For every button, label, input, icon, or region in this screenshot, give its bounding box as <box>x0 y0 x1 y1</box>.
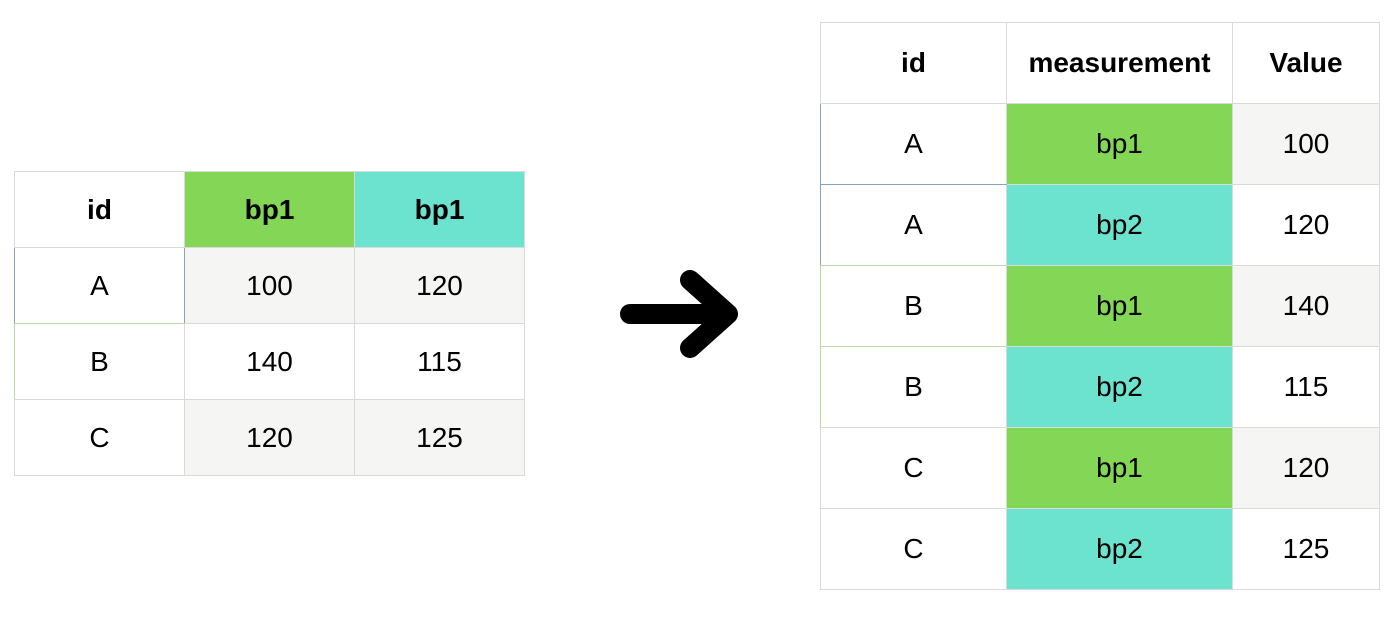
table-row: C 120 125 <box>14 399 525 476</box>
header-cell-measurement: measurement <box>1006 22 1233 104</box>
table-row: A bp1 100 <box>820 103 1380 185</box>
measurement-cell: bp1 <box>1006 265 1233 347</box>
id-cell: C <box>820 508 1007 590</box>
value-cell: 100 <box>1232 103 1380 185</box>
header-cell-id: id <box>820 22 1007 104</box>
right-arrow-icon <box>620 270 738 358</box>
value-cell: 125 <box>354 399 525 476</box>
header-cell-bp1: bp1 <box>184 171 355 248</box>
value-cell: 120 <box>1232 427 1380 509</box>
id-cell: A <box>820 184 1007 266</box>
id-cell: B <box>820 265 1007 347</box>
table-row: B bp2 115 <box>820 346 1380 428</box>
id-cell: A <box>14 247 185 324</box>
header-row: id bp1 bp1 <box>14 171 525 248</box>
measurement-cell: bp2 <box>1006 508 1233 590</box>
value-cell: 115 <box>1232 346 1380 428</box>
table-row: B bp1 140 <box>820 265 1380 347</box>
measurement-cell: bp1 <box>1006 427 1233 509</box>
table-row: A 100 120 <box>14 247 525 324</box>
value-cell: 120 <box>354 247 525 324</box>
header-cell-bp2: bp1 <box>354 171 525 248</box>
measurement-cell: bp1 <box>1006 103 1233 185</box>
table-row: B 140 115 <box>14 323 525 400</box>
header-cell-id: id <box>14 171 185 248</box>
value-cell: 115 <box>354 323 525 400</box>
id-cell: B <box>14 323 185 400</box>
wide-format-table: id bp1 bp1 A 100 120 B 140 115 C 120 125 <box>14 171 525 476</box>
value-cell: 100 <box>184 247 355 324</box>
value-cell: 140 <box>184 323 355 400</box>
value-cell: 120 <box>1232 184 1380 266</box>
measurement-cell: bp2 <box>1006 184 1233 266</box>
id-cell: C <box>14 399 185 476</box>
value-cell: 140 <box>1232 265 1380 347</box>
long-format-table: id measurement Value A bp1 100 A bp2 120… <box>820 22 1380 590</box>
table-row: A bp2 120 <box>820 184 1380 266</box>
table-row: C bp1 120 <box>820 427 1380 509</box>
table-row: C bp2 125 <box>820 508 1380 590</box>
header-row: id measurement Value <box>820 22 1380 104</box>
id-cell: A <box>820 103 1007 185</box>
value-cell: 120 <box>184 399 355 476</box>
header-cell-value: Value <box>1232 22 1380 104</box>
id-cell: C <box>820 427 1007 509</box>
measurement-cell: bp2 <box>1006 346 1233 428</box>
id-cell: B <box>820 346 1007 428</box>
value-cell: 125 <box>1232 508 1380 590</box>
